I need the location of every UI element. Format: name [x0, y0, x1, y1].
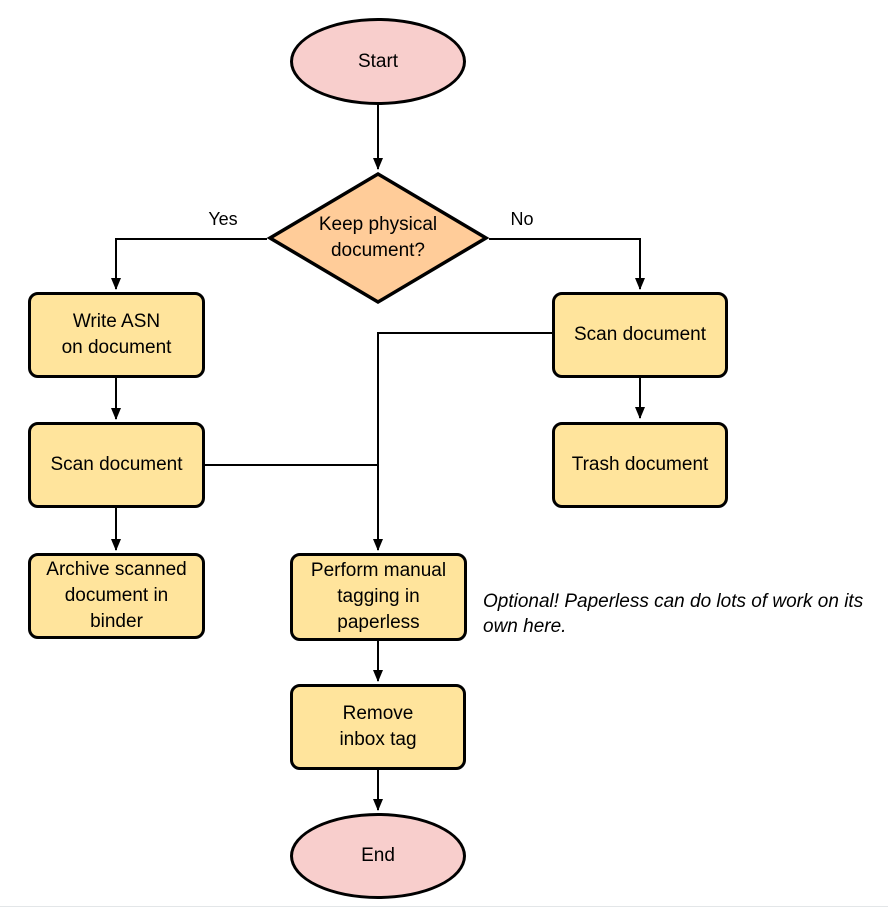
- node-start-label: Start: [357, 50, 399, 72]
- node-write-asn-on-document: Write ASN on document: [28, 292, 205, 378]
- node-trash-document: Trash document: [552, 422, 728, 508]
- node-remove-inbox-tag-label: Remove inbox tag: [339, 703, 417, 750]
- node-perform-tagging-label: Perform manual tagging in paperless: [310, 560, 447, 633]
- node-scan-right-label: Scan document: [573, 324, 707, 345]
- node-scan-document-left: Scan document: [28, 422, 205, 508]
- edge-label-yes: Yes: [208, 209, 238, 229]
- decision-diamond-shape: [266, 171, 490, 305]
- node-write-asn-label: Write ASN on document: [61, 311, 172, 358]
- node-end-label: End: [361, 845, 395, 866]
- optional-annotation-text: Optional! Paperless can do lots of work …: [483, 591, 864, 637]
- node-trash-label: Trash document: [571, 454, 709, 475]
- edge-label-no: No: [510, 209, 534, 229]
- node-archive-scanned-document: Archive scanned document in binder: [28, 553, 205, 639]
- edge-scan-right-to-perform-tagging: [373, 332, 553, 551]
- node-end: End: [290, 813, 466, 899]
- node-scan-document-right: Scan document: [552, 292, 728, 378]
- edge-decision-no-to-scan-right: [489, 238, 645, 290]
- node-perform-manual-tagging: Perform manual tagging in paperless: [290, 553, 467, 641]
- node-scan-left-label: Scan document: [50, 454, 183, 475]
- node-remove-inbox-tag: Remove inbox tag: [290, 684, 466, 770]
- node-decision-label: Keep physical document?: [318, 214, 438, 261]
- node-decision-keep-physical-document: Keep physical document?: [266, 171, 490, 305]
- edge-decision-yes-to-write-asn: [111, 238, 267, 290]
- node-archive-label: Archive scanned document in binder: [46, 559, 187, 632]
- node-start: Start: [290, 18, 466, 105]
